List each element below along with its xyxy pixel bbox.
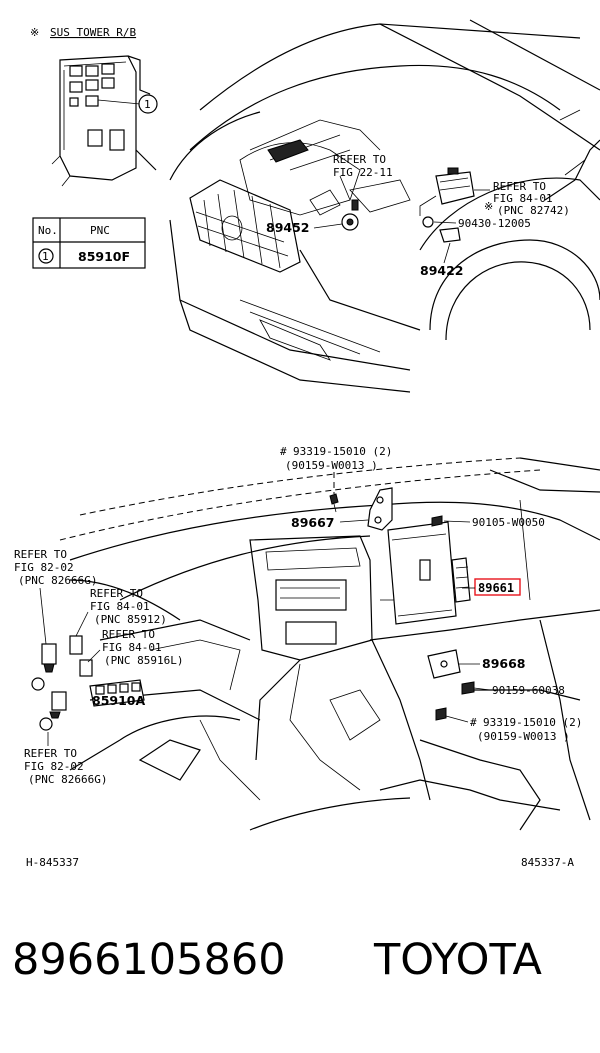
car-front-drawing (169, 19, 600, 393)
bolt-bottom-line2: (90159-W0013 ) (477, 730, 570, 743)
relay-box-drawing (51, 55, 157, 187)
ref-84-01-line1: REFER TO (493, 180, 546, 193)
pnc-table: No. PNC 1 85910F (32, 217, 146, 269)
ref-84-01-b-line2: FIG 84-01 (90, 600, 150, 613)
bolt-top-line1: 93319-15010 (2) (293, 445, 392, 458)
dashboard-drawing (31, 457, 600, 831)
ref-22-11-line2: FIG 22-11 (333, 166, 393, 179)
table-header-pnc: PNC (90, 224, 110, 237)
brand: TOYOTA (374, 935, 542, 985)
table-row-no: 1 (42, 250, 49, 263)
table-row-pnc: 85910F (78, 249, 130, 264)
part-number: 8966105860 (12, 935, 286, 985)
part-85910A: 85910A (92, 693, 145, 708)
part-89661: 89661 (478, 581, 514, 595)
ref-84-01-c-line1: REFER TO (102, 628, 155, 641)
ref-82-02-d-line1: REFER TO (24, 747, 77, 760)
ref-82-02-d-line2: FIG 82-02 (24, 760, 84, 773)
bolt-bottom-line1: 93319-15010 (2) (483, 716, 582, 729)
ref-82-02-d-line3: (PNC 82666G) (28, 773, 107, 786)
ref-84-01-line3: (PNC 82742) (497, 204, 570, 217)
ref-82-02-a-line1: REFER TO (14, 548, 67, 561)
ref-22-11-line1: REFER TO (333, 153, 386, 166)
parts-diagram: ※ SUS TOWER R/B 1 No. PNC 1 85910F (14, 19, 600, 869)
part-89422: 89422 (420, 263, 464, 278)
ref-84-01-b-line1: REFER TO (90, 587, 143, 600)
bolt-bottom-hash: # (470, 716, 477, 729)
callout-circle (138, 94, 158, 114)
highlight-box (474, 578, 521, 596)
part-90430-12005: 90430-12005 (458, 217, 531, 230)
bolt-top-line2: (90159-W0013 ) (285, 459, 378, 472)
part-89668: 89668 (482, 656, 526, 671)
footer: 8966105860 TOYOTA (0, 935, 600, 1015)
ref-84-01-c-line3: (PNC 85916L) (104, 654, 183, 667)
ref-84-01-c-line2: FIG 84-01 (102, 641, 162, 654)
ref-82-02-a-line3: (PNC 82666G) (18, 574, 97, 587)
inset-title: SUS TOWER R/B (50, 26, 136, 39)
table-header-no: No. (38, 224, 58, 237)
code-right: 845337-A (521, 856, 574, 869)
callout-number: 1 (144, 98, 151, 111)
ref-84-01-line2: FIG 84-01 (493, 192, 553, 205)
part-90159-60038: 90159-60038 (492, 684, 565, 697)
inset-star: ※ (30, 26, 39, 39)
part-90105-W0050: 90105-W0050 (472, 516, 545, 529)
ref-84-01-star: ※ (484, 200, 493, 213)
part-89667: 89667 (291, 515, 335, 530)
ref-82-02-a-line2: FIG 82-02 (14, 561, 74, 574)
ref-84-01-b-line3: (PNC 85912) (94, 613, 167, 626)
bolt-top-hash: # (280, 445, 287, 458)
code-left: H-845337 (26, 856, 79, 869)
part-89452: 89452 (266, 220, 310, 235)
